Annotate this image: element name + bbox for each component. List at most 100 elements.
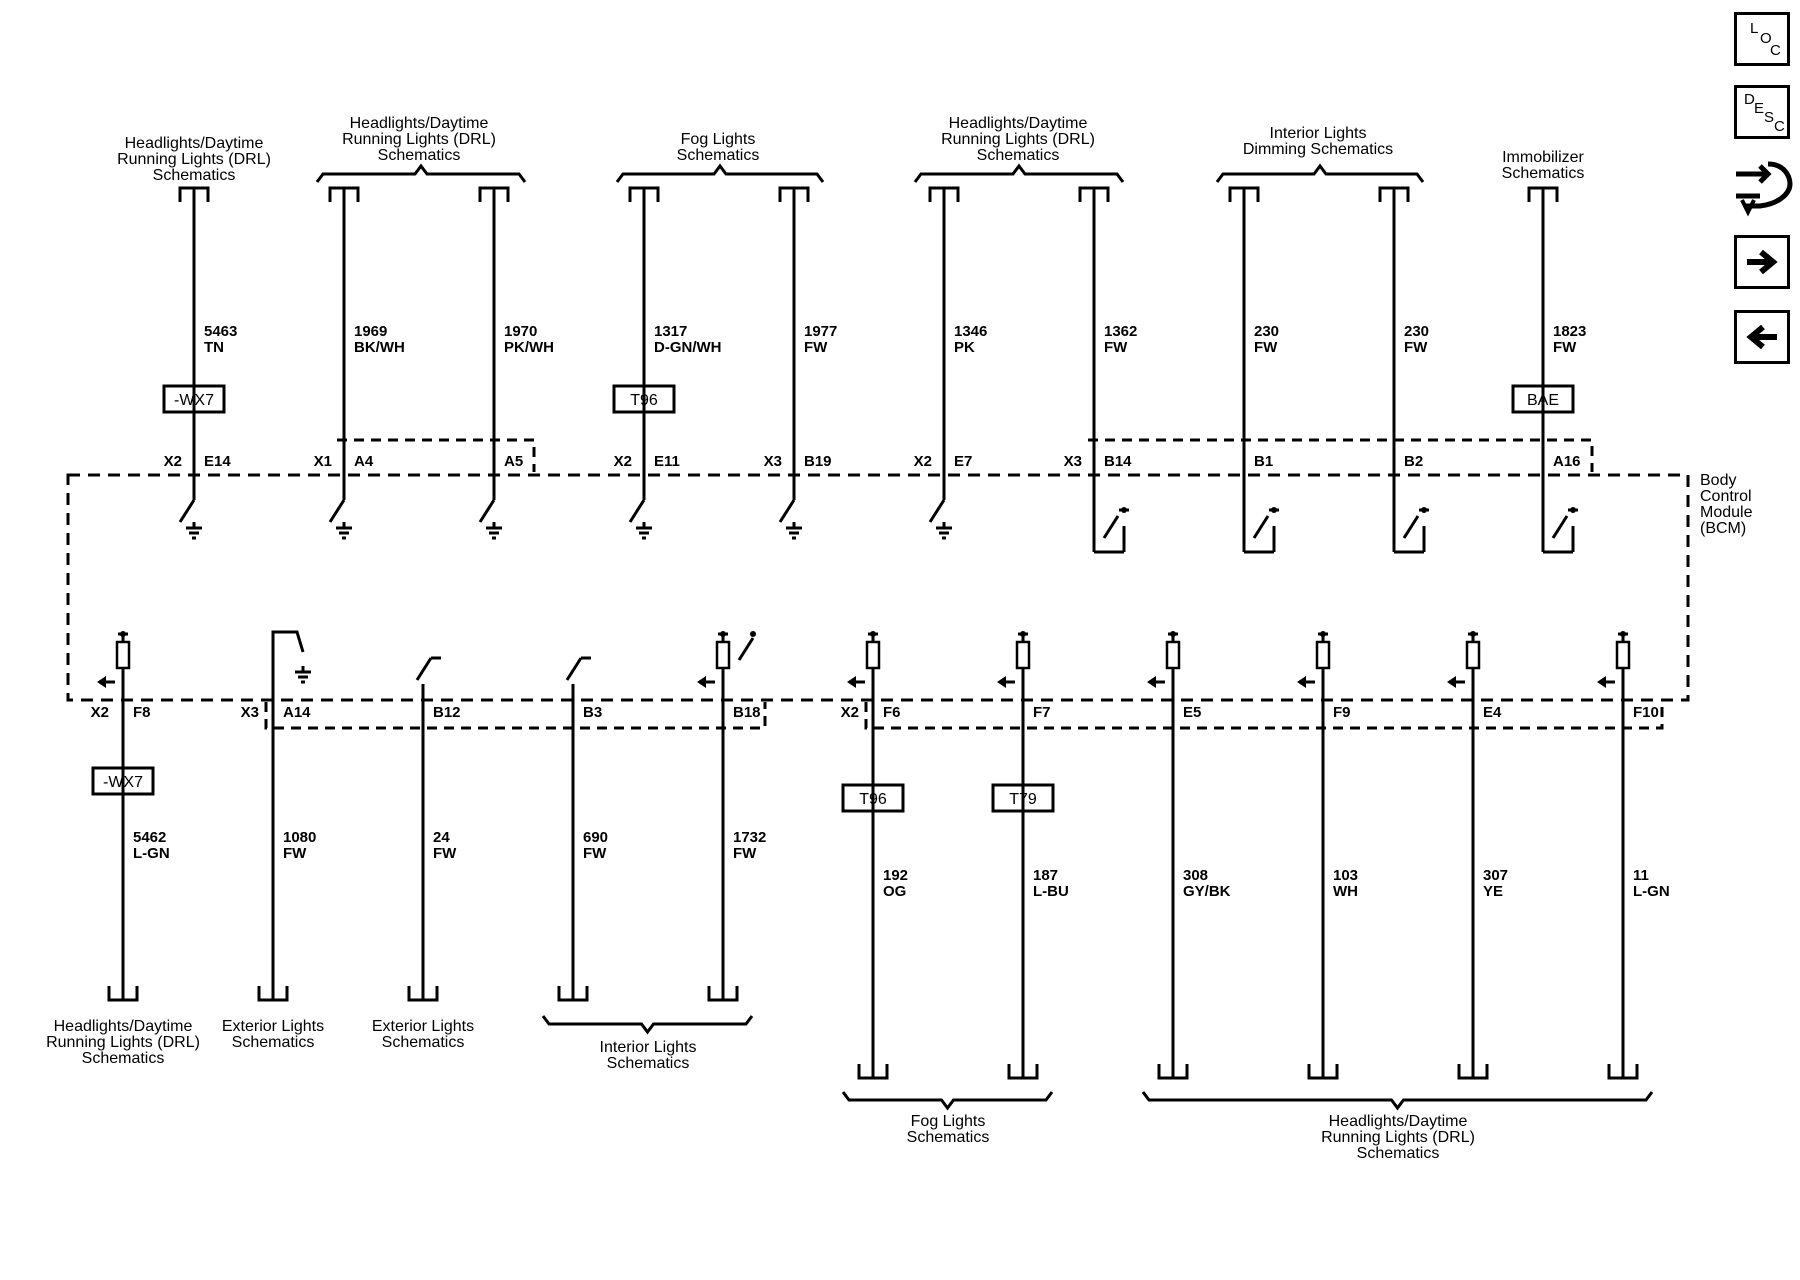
desc-letter-c: C <box>1774 118 1785 135</box>
top-destination-label: Dimming Schematics <box>1243 141 1393 158</box>
top-destination-label: Interior Lights <box>1270 125 1367 142</box>
pin-id: E5 <box>1183 704 1201 721</box>
bottom-destination-label: Schematics <box>232 1034 315 1051</box>
switch-icon <box>778 499 796 523</box>
bottom-destination-label: Headlights/Daytime <box>54 1018 193 1035</box>
wire-color: PK <box>954 339 975 356</box>
circuit-number: 103 <box>1333 867 1358 884</box>
resistor-icon <box>1315 640 1331 670</box>
circuit-number: 187 <box>1033 867 1058 884</box>
bottom-destination-label: Headlights/Daytime <box>1329 1113 1468 1130</box>
bottom-destination-label: Schematics <box>907 1129 990 1146</box>
group-bracket <box>841 1091 1054 1111</box>
pin-id: F7 <box>1033 704 1051 721</box>
pin-id: A5 <box>504 453 523 470</box>
top-destination-label: Schematics <box>1502 165 1585 182</box>
desc-letter-s: S <box>1764 109 1775 126</box>
switch-icon <box>478 499 496 523</box>
input-arrow-icon <box>847 676 856 688</box>
circuit-number: 5463 <box>204 323 237 340</box>
option-code: T96 <box>859 791 887 808</box>
pin-id: F9 <box>1333 704 1351 721</box>
wire-color: D-GN/WH <box>654 339 722 356</box>
pin-id: A14 <box>283 704 311 721</box>
pin-id: B19 <box>804 453 832 470</box>
pin-id: F10 <box>1633 704 1659 721</box>
loc-button[interactable]: L O C <box>1734 12 1790 66</box>
group-bracket <box>1215 163 1425 183</box>
switch-icon <box>928 499 946 523</box>
top-destination-label: Schematics <box>677 147 760 164</box>
connector-id: X2 <box>164 453 182 470</box>
top-destination-label: Running Lights (DRL) <box>117 151 271 168</box>
connector-id: X3 <box>241 704 259 721</box>
connector-end-view-icon[interactable] <box>1734 160 1794 220</box>
group-bracket <box>541 1015 754 1035</box>
input-arrow-icon <box>1297 676 1306 688</box>
switch-icon <box>1402 515 1420 539</box>
circuit-number: 1732 <box>733 829 766 846</box>
bottom-destination-label: Schematics <box>1357 1145 1440 1162</box>
bottom-destination-label: Interior Lights <box>600 1039 697 1056</box>
circuit-number: 307 <box>1483 867 1508 884</box>
top-destination-label: Schematics <box>378 147 461 164</box>
switch-icon <box>178 499 196 523</box>
input-arrow-icon <box>997 676 1006 688</box>
pin-id: B18 <box>733 704 761 721</box>
resistor-icon <box>1465 640 1481 670</box>
resistor-icon <box>865 640 881 670</box>
bottom-destination-label: Schematics <box>82 1050 165 1067</box>
switch-icon <box>737 637 755 661</box>
bottom-destination-label: Schematics <box>607 1055 690 1072</box>
top-destination-label: Running Lights (DRL) <box>941 131 1095 148</box>
bcm-label: Body <box>1700 472 1736 489</box>
wire-color: PK/WH <box>504 339 554 356</box>
next-page-button[interactable] <box>1734 235 1790 289</box>
resistor-icon <box>715 640 731 670</box>
wire-color: YE <box>1483 883 1503 900</box>
connector-id: X2 <box>914 453 932 470</box>
bcm-module-outline <box>66 473 1690 702</box>
pin-id: A4 <box>354 453 374 470</box>
connector-id: X2 <box>614 453 632 470</box>
bcm-label: (BCM) <box>1700 520 1746 537</box>
wire-color: FW <box>1104 339 1128 356</box>
circuit-number: 24 <box>433 829 450 846</box>
pin-id: A16 <box>1553 453 1581 470</box>
wire-color: FW <box>1553 339 1577 356</box>
pin-id: E14 <box>204 453 231 470</box>
supply-dot <box>750 631 756 637</box>
circuit-number: 1969 <box>354 323 387 340</box>
circuit-number: 230 <box>1404 323 1429 340</box>
switch-icon <box>628 499 646 523</box>
option-code: -WX7 <box>174 392 214 409</box>
wire-color: FW <box>583 845 607 862</box>
pin-id: E7 <box>954 453 972 470</box>
top-destination-label: Headlights/Daytime <box>350 115 489 132</box>
connector-group-x1 <box>337 438 536 472</box>
arrow-left-icon <box>1746 324 1777 350</box>
circuit-number: 1823 <box>1553 323 1586 340</box>
loc-letter-o: O <box>1760 30 1772 47</box>
bcm-label: Control <box>1700 488 1752 505</box>
bottom-destination-label: Exterior Lights <box>222 1018 324 1035</box>
wire-color: FW <box>1254 339 1278 356</box>
circuit-number: 308 <box>1183 867 1208 884</box>
wire-color: WH <box>1333 883 1358 900</box>
circuit-number: 230 <box>1254 323 1279 340</box>
pin-id: E11 <box>654 453 680 470</box>
circuit-number: 1970 <box>504 323 537 340</box>
connector-id: X3 <box>764 453 782 470</box>
prev-page-button[interactable] <box>1734 310 1790 364</box>
wire-color: BK/WH <box>354 339 405 356</box>
switch-icon <box>415 657 433 681</box>
desc-letter-e: E <box>1754 100 1765 117</box>
top-destination-label: Running Lights (DRL) <box>342 131 496 148</box>
connector-group-x3-top <box>1088 438 1594 472</box>
input-arrow-icon <box>97 676 106 688</box>
top-destination-label: Immobilizer <box>1502 149 1584 166</box>
desc-button[interactable]: D E S C <box>1734 85 1790 139</box>
bcm-label: Module <box>1700 504 1753 521</box>
switch-icon <box>1252 515 1270 539</box>
